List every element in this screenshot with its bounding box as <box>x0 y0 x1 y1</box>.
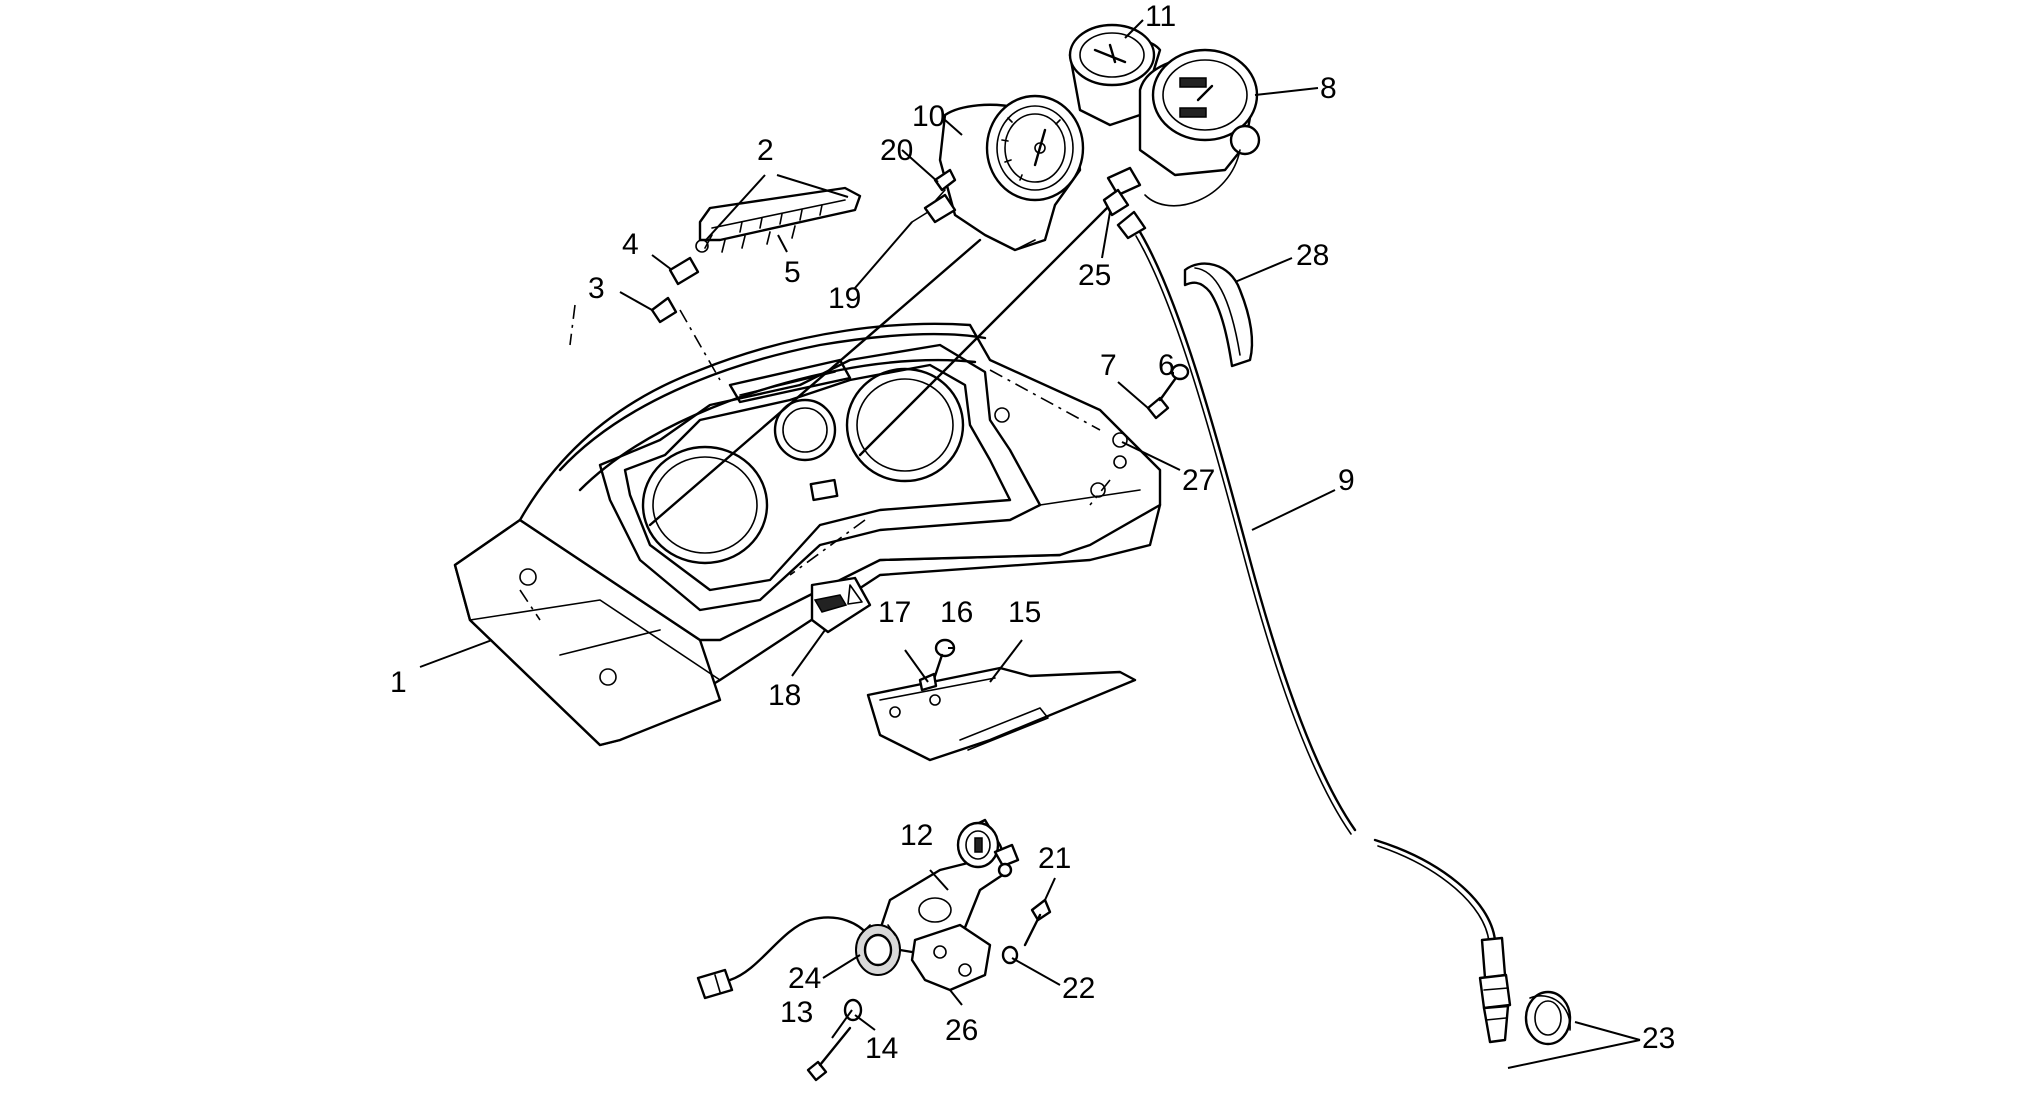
callout-1: 1 <box>390 666 407 699</box>
callout-18: 18 <box>768 679 801 712</box>
callout-3: 3 <box>588 272 605 305</box>
callout-23: 23 <box>1642 1022 1675 1055</box>
callout-5: 5 <box>784 256 801 289</box>
alignment-lines <box>519 304 1111 621</box>
part-speedometer-cable <box>1102 188 1512 1044</box>
callout-25: 25 <box>1078 259 1111 292</box>
part-mounting-bracket <box>866 638 1137 762</box>
part-ring-nut <box>1524 990 1572 1046</box>
callout-4: 4 <box>622 228 639 261</box>
callout-7: 7 <box>1100 349 1117 382</box>
callout-labels: 1 2 3 4 5 6 7 8 9 10 11 12 13 14 15 16 1… <box>390 0 1675 1065</box>
part-dashboard-panel <box>453 322 1162 747</box>
part-tachometer <box>648 94 1085 527</box>
leader-lines <box>419 19 1641 1069</box>
callout-13: 13 <box>780 996 813 1029</box>
callout-27: 27 <box>1182 464 1215 497</box>
callout-26: 26 <box>945 1014 978 1047</box>
part-rubber-sleeve <box>1183 262 1254 368</box>
part-bulb-holders <box>911 168 957 224</box>
callout-15: 15 <box>1008 596 1041 629</box>
callout-17: 17 <box>878 596 911 629</box>
callout-24: 24 <box>788 962 821 995</box>
part-speedometer <box>858 48 1261 457</box>
callout-16: 16 <box>940 596 973 629</box>
callout-22: 22 <box>1062 972 1095 1005</box>
callout-11: 11 <box>1145 0 1176 33</box>
callout-2: 2 <box>757 134 774 167</box>
callout-20: 20 <box>880 134 913 167</box>
callout-10: 10 <box>912 100 945 133</box>
part-switch <box>810 576 872 634</box>
callout-8: 8 <box>1320 72 1337 105</box>
callout-9: 9 <box>1338 464 1355 497</box>
part-panel-bolts <box>1112 363 1190 448</box>
callout-14: 14 <box>865 1032 898 1065</box>
callout-6: 6 <box>1158 349 1175 382</box>
part-clock-gauge <box>1068 23 1162 127</box>
callout-12: 12 <box>900 819 933 852</box>
callout-28: 28 <box>1296 239 1329 272</box>
part-warning-light-strip <box>650 186 862 324</box>
callout-21: 21 <box>1038 842 1071 875</box>
callout-19: 19 <box>828 282 861 315</box>
